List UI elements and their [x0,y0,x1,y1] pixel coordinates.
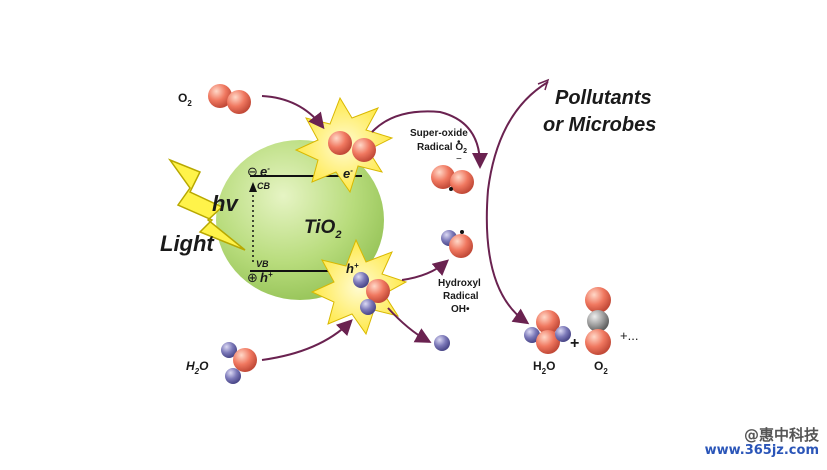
hydroxyl-o-atom [449,234,473,258]
vb-label: VB [256,259,269,269]
superoxide-label-line2: Radical O2 [417,142,467,155]
o2-out-carbon-atom [587,310,609,332]
pollutants-label-line2: or Microbes [543,114,656,136]
hydroxyl-label-line2: Radical [443,291,479,302]
watermark-line1: @惠中科技 [743,425,819,444]
arrow-tail-mark-icon [537,78,550,91]
h2o-burst-o-atom [366,279,390,303]
plus-more-label: +... [620,328,638,343]
h2o-in-h-atom-1 [221,342,237,358]
superoxide-atom-1 [431,165,455,189]
o2-out-atom-top [585,287,611,313]
plus-sign: + [570,335,579,352]
h2o-in-label: H2O [186,359,209,376]
arrow-radicals-to-products [485,81,549,325]
arrow-o2-to-burst [261,95,325,130]
o2-in-label: O2 [178,91,192,108]
arrow-burst-to-superoxide [371,110,488,169]
vb-hole-label: h+ [260,270,273,285]
o2-out-label: O2 [594,359,608,376]
o2-in-atom-2 [227,90,251,114]
h2o-out-o-atom-2 [536,330,560,354]
pollutants-label-line1: Pollutants [555,87,652,109]
arrow-burst-to-hydroxyl [401,259,450,281]
hydroxyl-dot-icon [460,230,464,234]
h2o-out-o-atom-1 [536,310,560,334]
o2-in-atom-1 [208,84,232,108]
lightning-bolt-icon [167,158,246,251]
superoxide-charge-mark: • [457,137,461,148]
h2o-out-h-atom-2 [555,326,571,342]
o2-out-atom-bottom [585,329,611,355]
o2-burst-atom-2 [352,138,376,162]
tio2-label: TiO2 [304,217,341,241]
hv-label: hv [212,191,239,216]
vb-plus-sign: ⊕ [247,270,258,285]
h2o-burst-h-atom-2 [360,299,376,315]
hydroxyl-label-line3: OH• [451,304,470,315]
light-label: Light [160,231,215,256]
cb-minus-sign: ⊖ [247,164,258,179]
excitation-arrowhead-icon [249,182,257,192]
hydroxyl-label-line1: Hydroxyl [438,278,481,289]
h-plus-released-atom [434,335,450,351]
cb-electron-label: e- [260,164,270,179]
h2o-out-h-atom-1 [524,327,540,343]
superoxide-label-line1: Super-oxide [410,128,468,139]
h2o-burst-h-atom-1 [353,272,369,288]
h2o-out-label: H2O [533,359,555,376]
superoxide-minus-mark: − [456,154,462,165]
o2-burst-atom-1 [328,131,352,155]
arrow-h2o-to-burst [261,319,353,361]
h2o-in-h-atom-2 [225,368,241,384]
burst-electron-label: e- [343,166,353,181]
arrow-burst-to-h-plus [387,307,432,343]
superoxide-atom-2 [450,170,474,194]
watermark: @惠中科技 www.365jz.com [704,425,819,459]
watermark-line2: www.365jz.com [704,443,819,459]
cb-label: CB [257,181,270,191]
h2o-in-o-atom [233,348,257,372]
superoxide-dot-icon [449,187,453,191]
burst-hole-label: h+ [346,261,359,276]
